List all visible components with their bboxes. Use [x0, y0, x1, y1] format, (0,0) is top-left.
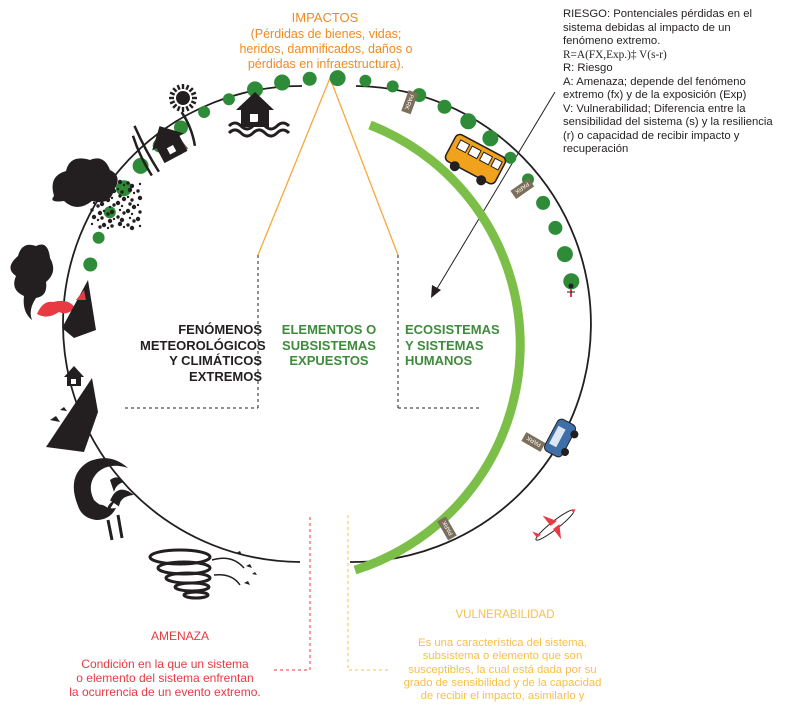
- elementos-line: SUBSISTEMAS: [282, 337, 376, 353]
- road-sign: PARK: [521, 432, 546, 452]
- tree: [198, 106, 211, 118]
- tree: [386, 80, 399, 93]
- tree: [359, 74, 372, 87]
- tree: [247, 81, 263, 98]
- vulnerabilidad-connector: [347, 515, 390, 671]
- riesgo-line: recuperación: [563, 143, 629, 156]
- tree: [563, 273, 580, 290]
- vulnerabilidad-line: de recibir el impacto, asimilarlo y: [420, 690, 585, 703]
- tree-row: [83, 70, 580, 290]
- vulnerabilidad-line: susceptibles, la cual está dada por su: [408, 663, 597, 676]
- impactos-description: (Pérdidas de bienes, vidas; heridos, dam…: [215, 27, 437, 71]
- amenaza-description: Condición en la que un sistema o element…: [40, 657, 290, 699]
- left-arc: [62, 85, 303, 563]
- vulnerabilidad-title: VULNERABILIDAD: [455, 609, 555, 621]
- riesgo-line: V: Vulnerabilidad; Diferencia entre la: [563, 102, 746, 115]
- tree: [103, 206, 116, 219]
- ecosistemas-line: HUMANOS: [405, 353, 473, 369]
- tree: [548, 220, 563, 235]
- tree: [274, 74, 291, 91]
- house-in-storm-icon: [131, 111, 197, 177]
- tree: [556, 246, 573, 263]
- hail-icon: [52, 158, 143, 231]
- riesgo-line: extremo (fx) y de la exposición (Exp): [563, 89, 747, 102]
- tree: [460, 113, 477, 130]
- wave-icon: [73, 458, 134, 541]
- ground-band: [353, 120, 525, 575]
- riesgo-line: fenómeno extremo.: [563, 35, 661, 48]
- tree: [174, 120, 188, 135]
- vulnerabilidad-line: subsistema o elemento que son: [422, 650, 583, 663]
- impactos-line: pérdidas en infraestructura).: [247, 56, 405, 71]
- impactos-title: IMPACTOS: [291, 10, 359, 25]
- riesgo-line: sistema debidas al impacto de un: [563, 21, 731, 34]
- riesgo-line: R: Riesgo: [563, 62, 613, 75]
- amenaza-connector: [272, 517, 311, 671]
- road-sign: PARK: [437, 516, 457, 541]
- tree: [92, 231, 105, 244]
- vulnerabilidad-line: Es una característica del sistema,: [418, 637, 587, 649]
- amenaza-title: AMENAZA: [150, 629, 209, 643]
- tree: [482, 130, 499, 147]
- tree: [504, 151, 517, 164]
- road-sign: PARK: [510, 178, 535, 200]
- sun-icon: [169, 84, 197, 112]
- amenaza-line: o elemento del sistema enfrentan: [76, 671, 254, 686]
- fenomenos-label: FENÓMENOS METEOROLÓGICOS Y CLIMÁTICOS EX…: [140, 322, 266, 384]
- riesgo-line: sensibilidad del sistema (s) y la resili…: [563, 116, 773, 129]
- volcano-icon: [10, 244, 96, 338]
- fenomenos-line: Y CLIMÁTICOS: [169, 353, 262, 369]
- tree: [83, 257, 98, 272]
- tree: [536, 195, 551, 210]
- amenaza-line: Condición en la que un sistema: [81, 657, 249, 671]
- riesgo-line: RIESGO: Pontenciales pérdidas en el: [563, 8, 753, 20]
- riesgo-definition: RIESGO: Pontenciales pérdidas en el sist…: [563, 8, 795, 157]
- ecosistemas-line: Y SISTEMAS: [405, 337, 484, 353]
- ecosistemas-line: ECOSISTEMAS: [405, 322, 500, 337]
- tree: [329, 70, 346, 87]
- ecosistemas-label: ECOSISTEMAS Y SISTEMAS HUMANOS: [405, 322, 535, 369]
- car-icon: [543, 418, 579, 458]
- vulnerabilidad-description: Es una característica del sistema, subsi…: [395, 637, 610, 704]
- fenomenos-line: FENÓMENOS: [178, 322, 262, 337]
- elementos-line: ELEMENTOS O: [281, 322, 377, 337]
- tree: [222, 93, 235, 106]
- tornado-icon: [148, 548, 257, 600]
- riesgo-formula: R=A(FX,Exp.)‡ V(s-r): [563, 48, 667, 61]
- bus-icon: [444, 133, 507, 186]
- riesgo-arrow: [431, 91, 556, 298]
- fenomenos-line: METEOROLÓGICOS: [140, 337, 266, 353]
- airplane-icon: [532, 508, 576, 541]
- riesgo-line: A: Amenaza; depende del fenómeno: [563, 75, 746, 88]
- fenomenos-line: EXTREMOS: [189, 368, 262, 384]
- impactos-line: heridos, damnificados, daños o: [239, 41, 413, 56]
- elementos-line: EXPUESTOS: [289, 353, 369, 369]
- road-sign-label: PARK: [403, 93, 414, 110]
- vulnerabilidad-line: grado de sensibilidad y de la capacidad: [403, 676, 602, 689]
- elementos-label: ELEMENTOS O SUBSISTEMAS EXPUESTOS: [270, 322, 388, 369]
- tree: [302, 71, 317, 86]
- flooded-house-icon: [227, 92, 291, 138]
- road-sign: PARK: [401, 90, 419, 115]
- tree: [437, 99, 452, 114]
- impactos-line: (Pérdidas de bienes, vidas;: [250, 27, 402, 41]
- landslide-icon: [46, 366, 98, 452]
- riesgo-line: (r) o capacidad de recibir impacto y: [563, 129, 740, 142]
- amenaza-line: la ocurrencia de un evento extremo.: [69, 685, 261, 700]
- person-icon: [567, 283, 575, 297]
